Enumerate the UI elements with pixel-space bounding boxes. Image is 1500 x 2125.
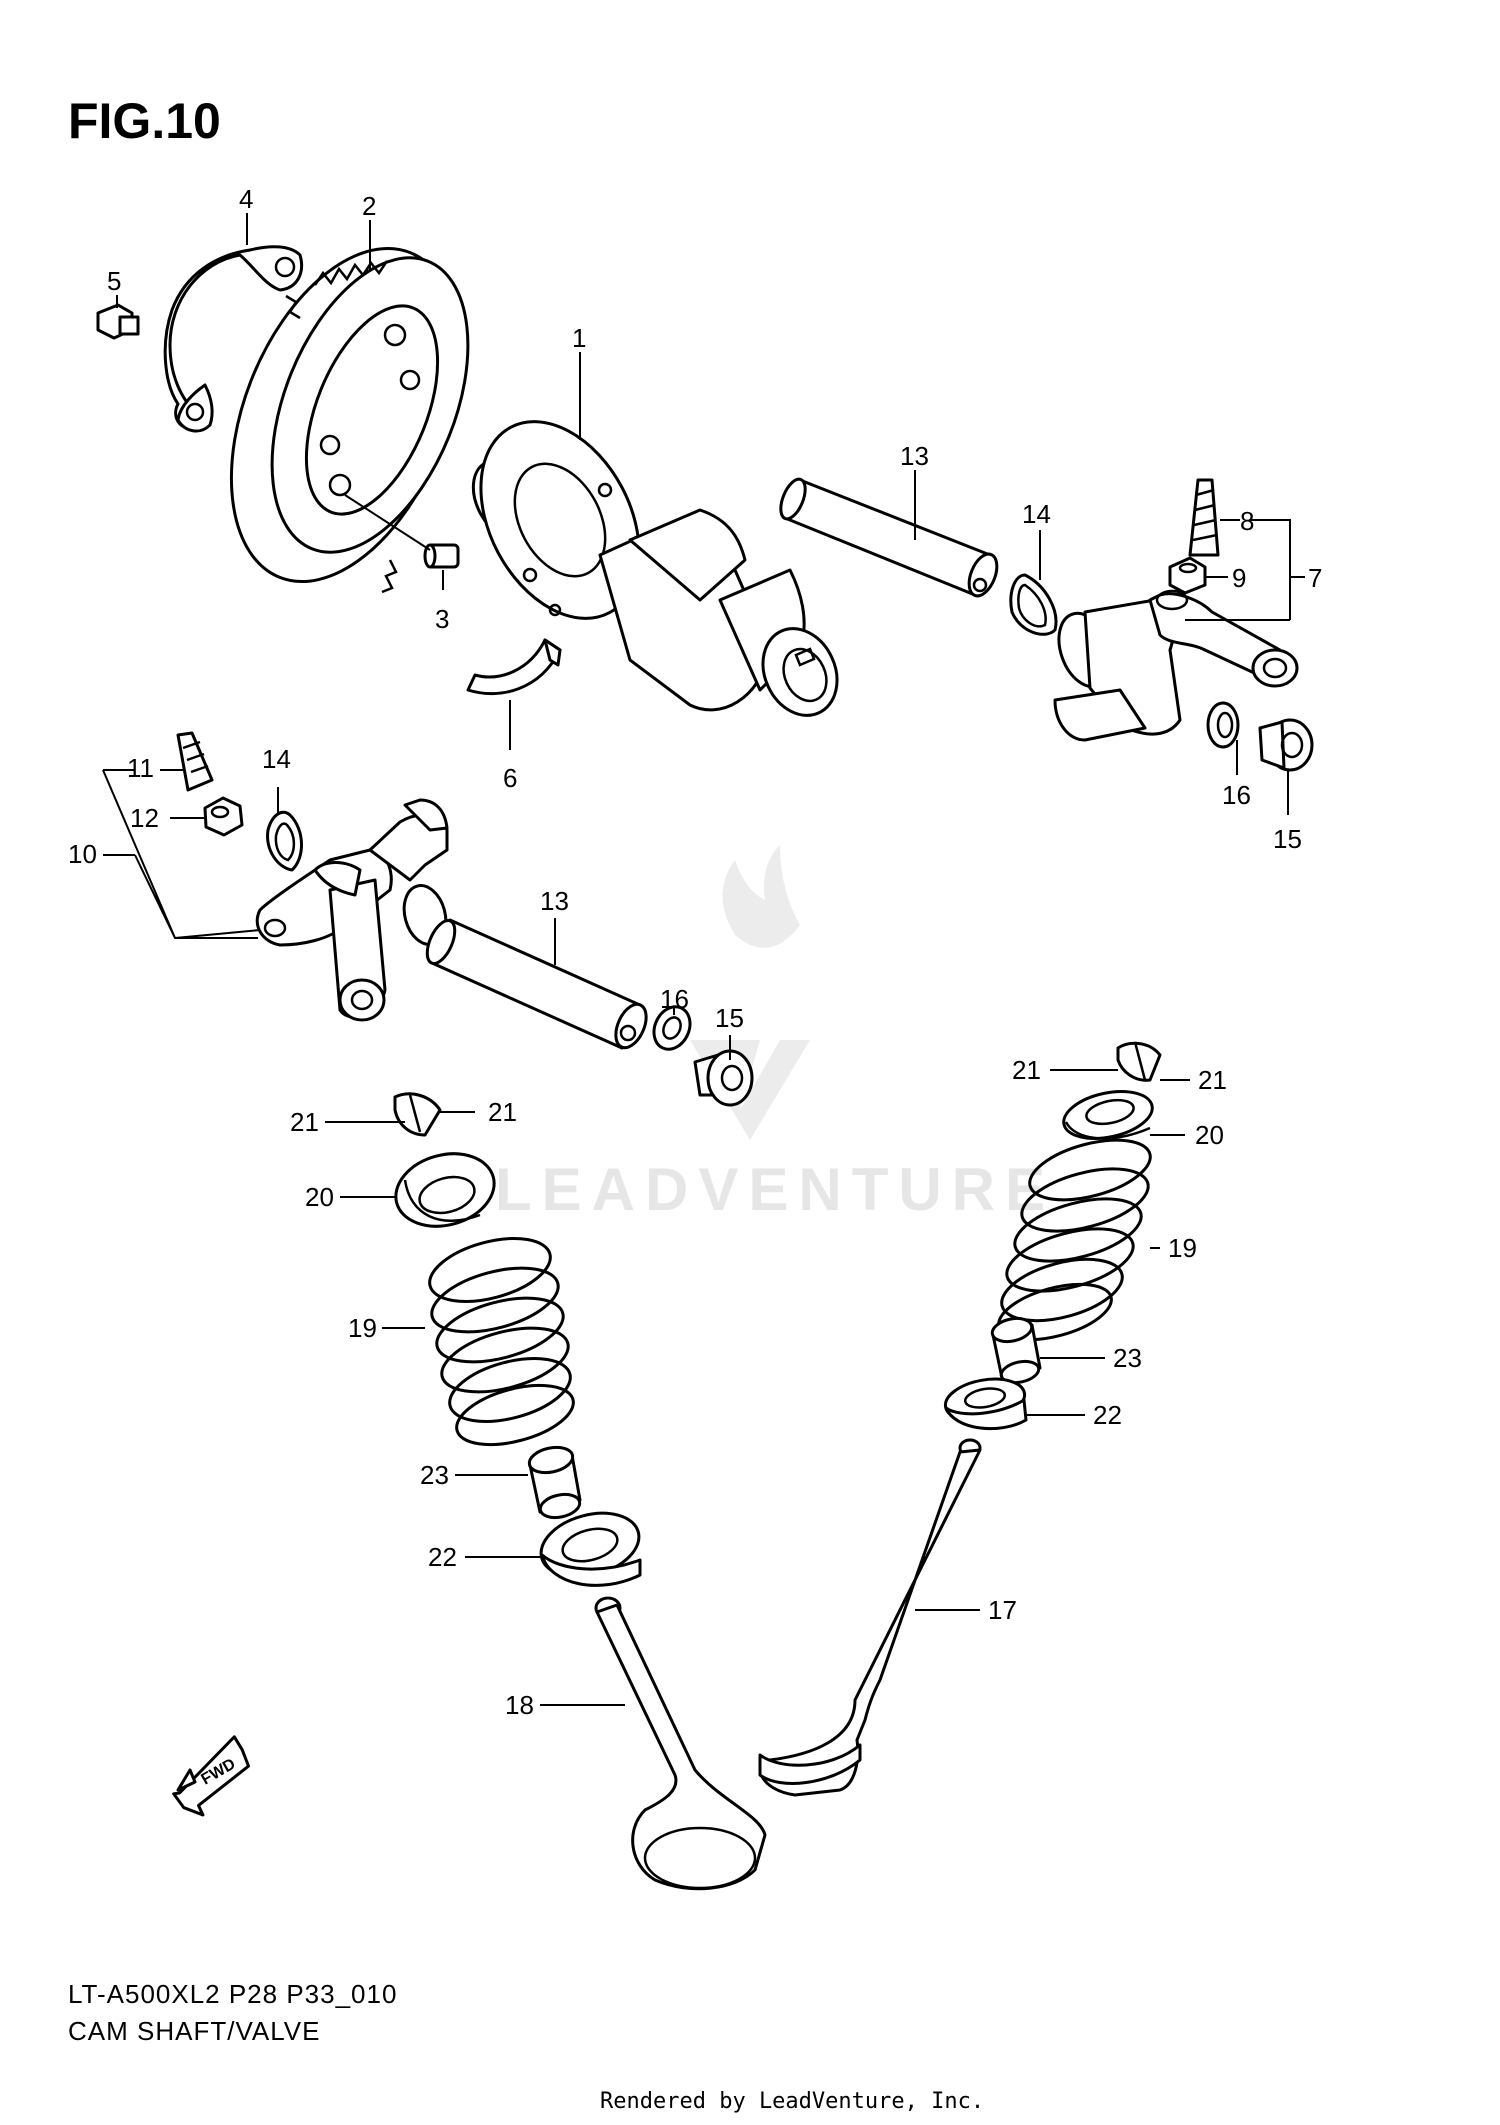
part-11-adjuster-screw-lower[interactable]: [176, 731, 214, 792]
part-4-retainer-plate[interactable]: [163, 245, 304, 433]
render-credit: Rendered by LeadVenture, Inc.: [600, 2089, 984, 2114]
watermark-text: LEADVENTURE: [495, 1156, 1055, 1223]
watermark: LEADVENTURE: [495, 845, 1055, 1223]
callout-6: 6: [503, 763, 517, 793]
part-2-cam-sprocket[interactable]: [187, 215, 507, 614]
callout-20-left: 20: [305, 1182, 334, 1212]
callout-21-right-a: 21: [1012, 1055, 1041, 1085]
callout-18: 18: [505, 1690, 534, 1720]
callout-22-right: 22: [1093, 1400, 1122, 1430]
part-8-adjuster-screw-upper[interactable]: [1188, 478, 1220, 557]
part-17-valve-intake[interactable]: [758, 1438, 982, 1797]
callout-16-lower: 16: [660, 984, 689, 1014]
part-16-washer-upper[interactable]: [1206, 701, 1240, 749]
part-12-lock-nut-lower[interactable]: [203, 796, 244, 837]
part-22-spring-seat-right[interactable]: [942, 1373, 1028, 1431]
callout-1: 1: [572, 323, 586, 353]
callout-7: 7: [1308, 563, 1322, 593]
part-15-plug-lower[interactable]: [693, 1049, 754, 1107]
callout-22-left: 22: [428, 1542, 457, 1572]
callout-21-right-b: 21: [1198, 1065, 1227, 1095]
callout-19-right: 19: [1168, 1233, 1197, 1263]
part-20-spring-retainer-left[interactable]: [388, 1143, 503, 1236]
part-14-oring-lower[interactable]: [266, 810, 303, 872]
part-3-dowel-pin[interactable]: [344, 494, 460, 569]
callout-17: 17: [988, 1595, 1017, 1625]
callout-8: 8: [1240, 506, 1254, 536]
part-21-cotter-right[interactable]: [1116, 1041, 1162, 1082]
part-21-cotter-left[interactable]: [393, 1092, 442, 1137]
callout-14-lower: 14: [262, 744, 291, 774]
callout-20-right: 20: [1195, 1120, 1224, 1150]
part-1-camshaft[interactable]: [449, 394, 851, 727]
part-16-washer-lower[interactable]: [647, 1001, 696, 1055]
callout-12: 12: [130, 803, 159, 833]
callout-15-upper: 15: [1273, 824, 1302, 854]
callout-21-left-a: 21: [290, 1107, 319, 1137]
callout-15-lower: 15: [715, 1003, 744, 1033]
callout-9: 9: [1232, 563, 1246, 593]
part-5-bolt[interactable]: [96, 303, 140, 340]
part-9-lock-nut-upper[interactable]: [1168, 556, 1207, 595]
part-6-cam-seal[interactable]: [466, 638, 562, 696]
part-18-valve-exhaust[interactable]: [594, 1596, 767, 1891]
part-15-plug-upper[interactable]: [1258, 718, 1314, 772]
part-13-rocker-shaft-upper[interactable]: [776, 476, 1003, 600]
callout-3: 3: [435, 604, 449, 634]
callout-4: 4: [239, 184, 253, 214]
callout-19-left: 19: [348, 1313, 377, 1343]
callout-23-left: 23: [420, 1460, 449, 1490]
callout-16-upper: 16: [1222, 780, 1251, 810]
callout-labels: 4 2 5 1 3 6 13 14 8 9 7 16 15 11 12 10 1…: [68, 184, 1322, 1720]
part-23-valve-stem-seal-right[interactable]: [990, 1315, 1042, 1386]
part-23-valve-stem-seal-left[interactable]: [527, 1444, 582, 1521]
fwd-arrow-icon: FWD: [172, 1735, 251, 1817]
callout-11: 11: [127, 753, 154, 783]
callout-13-upper: 13: [900, 441, 929, 471]
part-13-rocker-shaft-lower[interactable]: [422, 917, 653, 1053]
leader-lines: [102, 213, 1305, 1706]
part-14-oring-upper[interactable]: [1009, 573, 1058, 636]
callout-10: 10: [68, 839, 97, 869]
callout-14-upper: 14: [1022, 499, 1051, 529]
part-7-rocker-arm-upper[interactable]: [1049, 589, 1299, 742]
section-name: CAM SHAFT/VALVE: [68, 2016, 320, 2046]
callout-21-left-b: 21: [488, 1097, 517, 1127]
part-19-valve-spring-left[interactable]: [423, 1227, 580, 1456]
callout-13-lower: 13: [540, 886, 569, 916]
callout-5: 5: [107, 266, 121, 296]
callout-2: 2: [362, 191, 376, 221]
part-20-spring-retainer-right[interactable]: [1059, 1084, 1156, 1146]
figure-title: FIG.10: [68, 93, 221, 149]
model-code: LT-A500XL2 P28 P33_010: [68, 1979, 397, 2009]
part-22-spring-seat-left[interactable]: [534, 1503, 646, 1587]
callout-23-right: 23: [1113, 1343, 1142, 1373]
